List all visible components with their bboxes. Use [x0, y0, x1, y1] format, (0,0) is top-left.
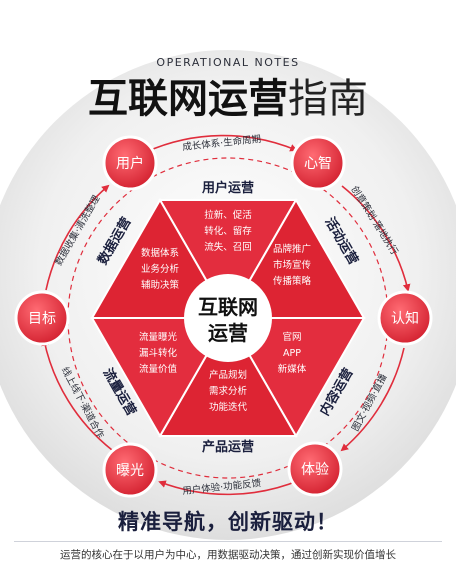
- node-exposure-label: 曝光: [116, 463, 144, 479]
- arc-top-left: [45, 184, 110, 291]
- product-ops-item: 需求分析: [209, 385, 248, 397]
- product-ops-item: 产品规划: [209, 369, 247, 381]
- data-ops-item: 数据体系: [141, 247, 179, 259]
- center-title-line1: 互联网: [198, 295, 258, 319]
- tagline: 精准导航，创新驱动！: [118, 510, 338, 534]
- traffic-ops-item: 流量曝光: [139, 331, 178, 343]
- center-title-line2: 运营: [208, 321, 248, 345]
- user-ops-item: 流失、召回: [204, 241, 252, 253]
- node-mind-circle: [290, 135, 346, 191]
- header-title-bold: 互联网运营: [88, 76, 288, 122]
- header-title: 互联网运营指南: [88, 76, 368, 122]
- hexagon: [90, 197, 366, 439]
- node-user-label: 用户: [116, 155, 144, 172]
- content-ops-item: 新媒体: [278, 363, 307, 375]
- header-subtitle: OPERATIONAL NOTES: [156, 56, 299, 69]
- content-ops-item: APP: [283, 348, 301, 359]
- activity-ops-item: 品牌推广: [273, 243, 311, 255]
- divider: [14, 541, 442, 542]
- node-cognition-label: 认知: [391, 310, 419, 327]
- arc-bottom-left: [41, 338, 113, 451]
- node-goal-circle: [14, 290, 70, 346]
- node-goal-label: 目标: [28, 311, 56, 327]
- outer-nodes: [14, 135, 433, 498]
- node-experience-label: 体验: [301, 462, 329, 478]
- arc-bottom: [158, 479, 301, 496]
- traffic-ops-item: 漏斗转化: [139, 347, 178, 359]
- user-ops-item: 转化、留存: [204, 225, 252, 237]
- center-circle: [184, 274, 272, 362]
- activity-ops-item: 传播策略: [273, 275, 312, 287]
- user-ops-item: 拉新、促活: [204, 209, 252, 221]
- title-user-ops: 用户运营: [201, 180, 254, 196]
- header-title-light: 指南: [288, 76, 368, 122]
- arc-top: [145, 134, 298, 153]
- data-ops-item: 业务分析: [141, 263, 180, 275]
- node-exposure-circle: [102, 442, 158, 498]
- footer-text: 运营的核心在于以用户为中心，用数据驱动决策，通过创新实现价值增长: [60, 549, 396, 561]
- outer-ring: [41, 134, 411, 496]
- node-user-circle: [102, 135, 158, 191]
- product-ops-item: 功能迭代: [209, 401, 248, 413]
- node-cognition-circle: [377, 290, 433, 346]
- node-mind-label: 心智: [304, 156, 332, 172]
- segment-data-ops: [90, 197, 230, 319]
- arc-top-right: [341, 185, 411, 292]
- node-experience-circle: [287, 441, 343, 497]
- activity-ops-item: 市场宣传: [273, 259, 312, 271]
- data-ops-item: 辅助决策: [141, 279, 180, 291]
- title-product-ops: 产品运营: [202, 439, 254, 455]
- content-ops-item: 官网: [282, 331, 301, 343]
- traffic-ops-item: 流量价值: [139, 363, 178, 375]
- arc-bottom-right: [340, 347, 405, 452]
